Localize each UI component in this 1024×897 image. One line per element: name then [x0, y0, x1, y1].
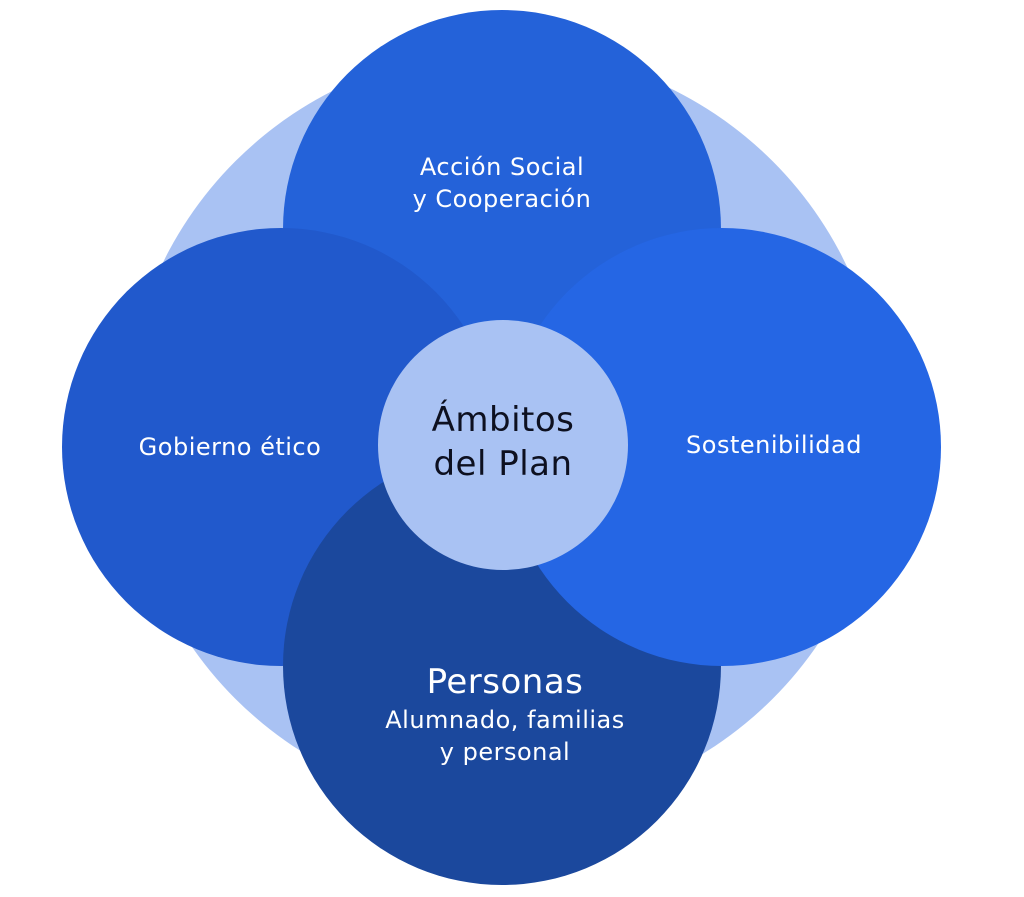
personas-title: Personas — [426, 662, 584, 702]
accion-social-line1: Acción Social — [419, 153, 585, 181]
accion-social-label: Acción Social y Cooperación — [352, 151, 652, 215]
center-line2: del Plan — [433, 444, 573, 484]
center-line1: Ámbitos — [431, 400, 575, 440]
gobierno-etico-label: Gobierno ético — [80, 431, 380, 463]
sostenibilidad-text: Sostenibilidad — [686, 431, 862, 459]
sostenibilidad-label: Sostenibilidad — [624, 429, 924, 461]
personas-line2: y personal — [439, 738, 571, 766]
center-label: Ámbitos del Plan — [378, 398, 628, 486]
center-circle — [378, 320, 628, 570]
accion-social-line2: y Cooperación — [412, 185, 592, 213]
personas-label: Personas Alumnado, familias y personal — [330, 660, 680, 768]
gobierno-etico-text: Gobierno ético — [138, 433, 322, 461]
personas-line1: Alumnado, familias — [385, 706, 625, 734]
